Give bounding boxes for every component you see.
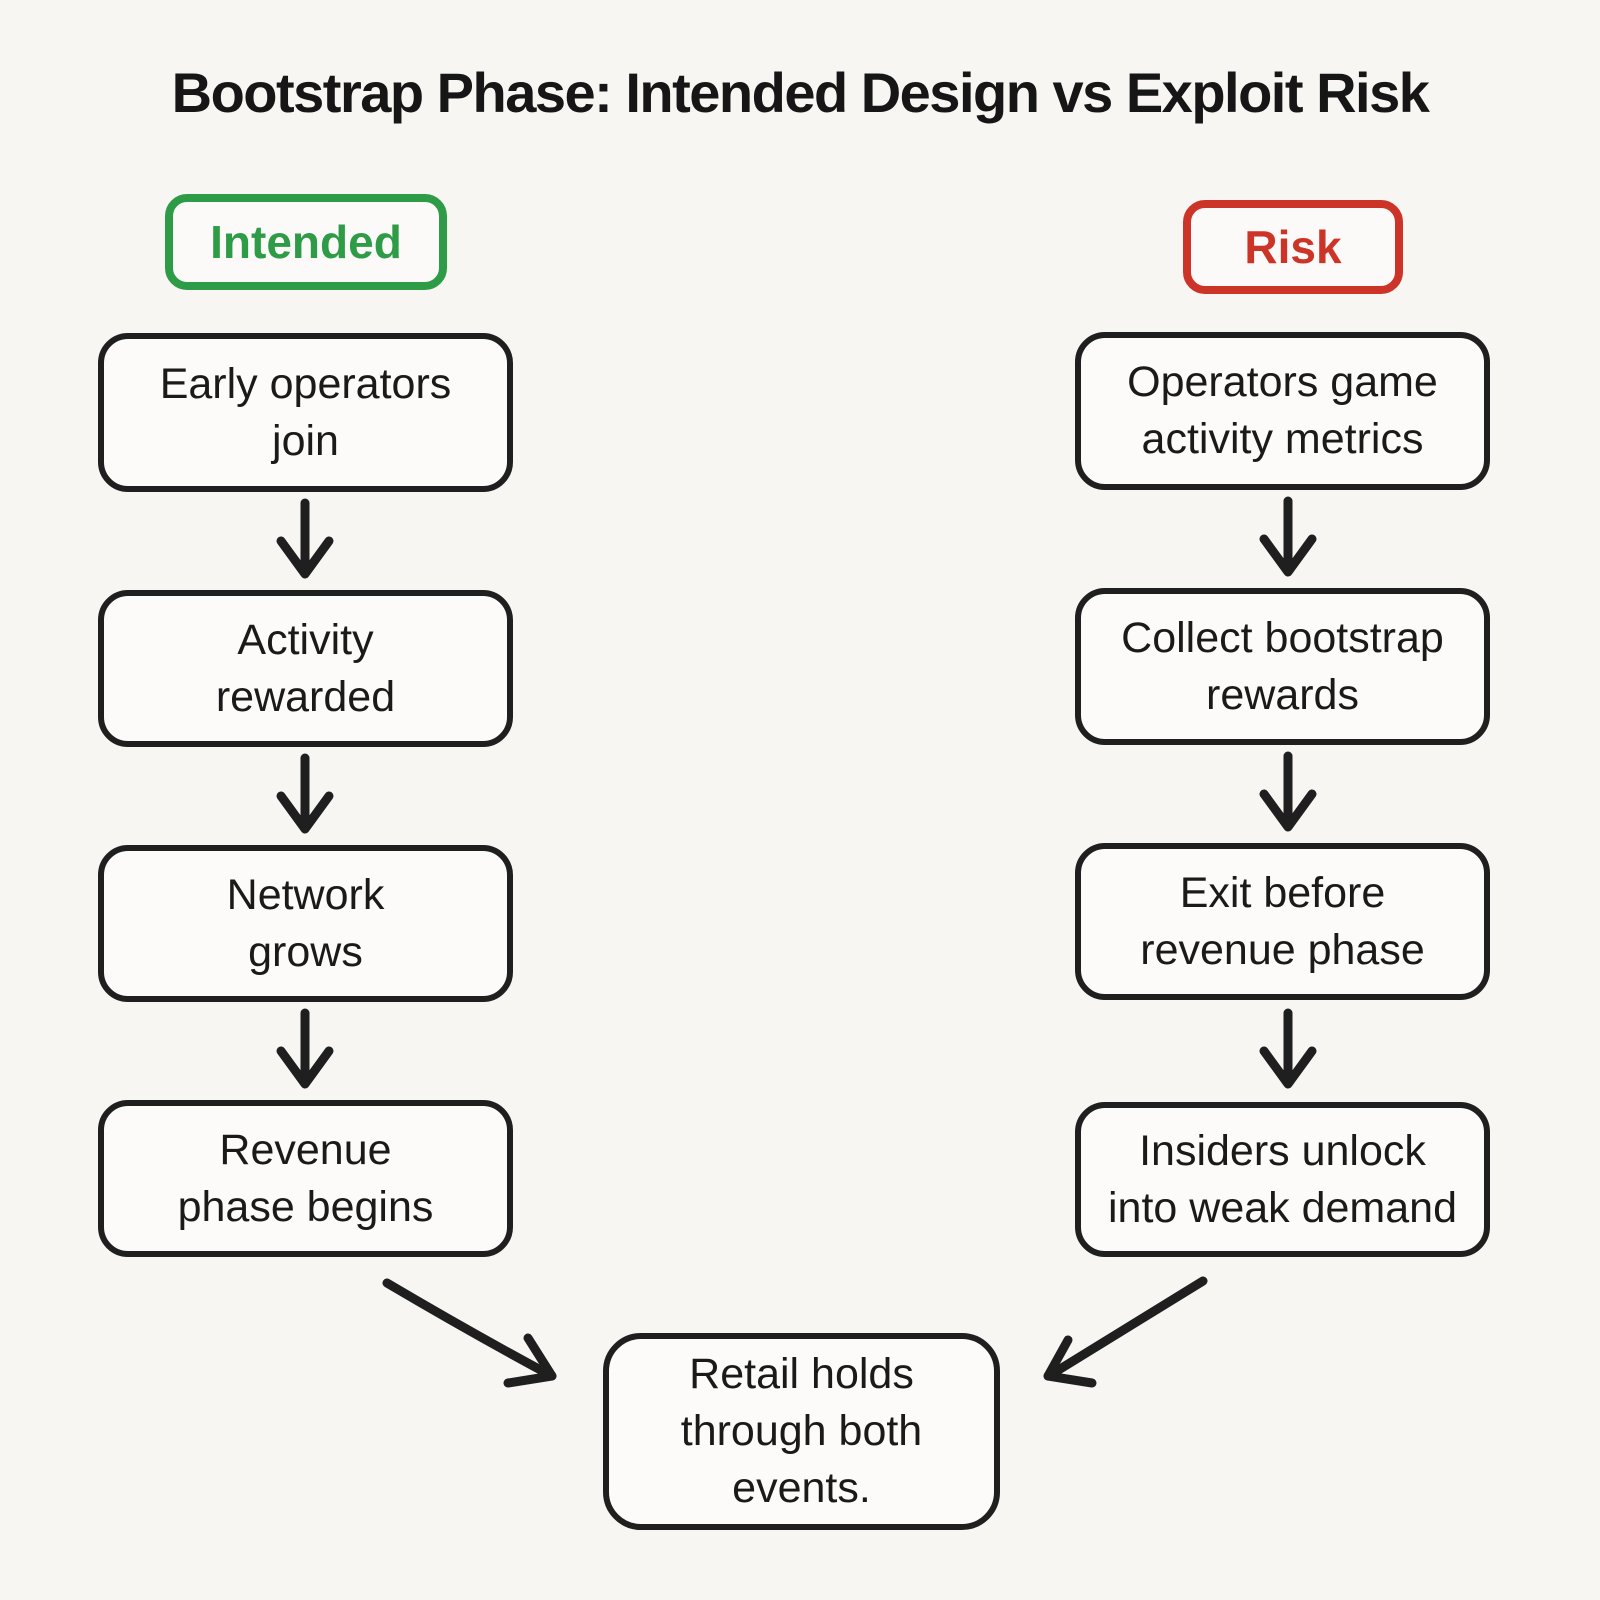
down-arrow-icon bbox=[276, 498, 334, 579]
step-line: Revenue bbox=[219, 1125, 392, 1174]
intended-column-badge: Intended bbox=[165, 194, 447, 290]
step-line: Collect bootstrap bbox=[1121, 613, 1444, 662]
step-line: Insiders unlock bbox=[1139, 1126, 1426, 1175]
down-arrow-icon bbox=[276, 753, 334, 834]
step-line: rewards bbox=[1206, 670, 1359, 719]
step-line: Exit before bbox=[1179, 868, 1386, 917]
down-arrow-icon bbox=[276, 1008, 334, 1089]
down-arrow-icon bbox=[1259, 1008, 1317, 1089]
flow-outcome-retail-holds: Retail holds through both events. bbox=[603, 1333, 1000, 1530]
step-line: Activity bbox=[237, 615, 374, 664]
outcome-line: Retail holds bbox=[689, 1350, 914, 1399]
flow-step-revenue-phase-begins: Revenue phase begins bbox=[98, 1100, 513, 1257]
intended-badge-label: Intended bbox=[210, 216, 402, 268]
flow-step-early-operators-join: Early operators join bbox=[98, 333, 513, 492]
risk-badge-label: Risk bbox=[1244, 221, 1342, 273]
down-arrow-icon bbox=[1259, 496, 1317, 577]
step-line: grows bbox=[248, 927, 363, 976]
flow-step-operators-game-metrics: Operators game activity metrics bbox=[1075, 332, 1490, 490]
step-line: rewarded bbox=[215, 672, 396, 721]
step-line: into weak demand bbox=[1108, 1183, 1457, 1232]
flow-step-activity-rewarded: Activity rewarded bbox=[98, 590, 513, 747]
flow-step-collect-bootstrap-rewards: Collect bootstrap rewards bbox=[1075, 588, 1490, 745]
curved-arrow-down-right-icon bbox=[382, 1278, 557, 1388]
risk-column-badge: Risk bbox=[1183, 200, 1403, 294]
flow-step-network-grows: Network grows bbox=[98, 845, 513, 1002]
flow-step-insiders-unlock: Insiders unlock into weak demand bbox=[1075, 1102, 1490, 1257]
step-line: join bbox=[272, 416, 339, 465]
step-line: Early operators bbox=[159, 359, 452, 408]
step-line: phase begins bbox=[177, 1182, 434, 1231]
down-arrow-icon bbox=[1259, 751, 1317, 832]
diagram-title: Bootstrap Phase: Intended Design vs Expl… bbox=[171, 61, 1430, 124]
arrow-down-left-icon bbox=[1043, 1276, 1208, 1388]
outcome-line: events. bbox=[732, 1463, 871, 1512]
step-line: revenue phase bbox=[1140, 925, 1425, 974]
flow-step-exit-before-revenue: Exit before revenue phase bbox=[1075, 843, 1490, 1000]
step-line: Operators game bbox=[1127, 358, 1438, 407]
step-line: activity metrics bbox=[1141, 415, 1424, 463]
outcome-line: through both bbox=[680, 1407, 923, 1456]
step-line: Network bbox=[226, 870, 385, 919]
